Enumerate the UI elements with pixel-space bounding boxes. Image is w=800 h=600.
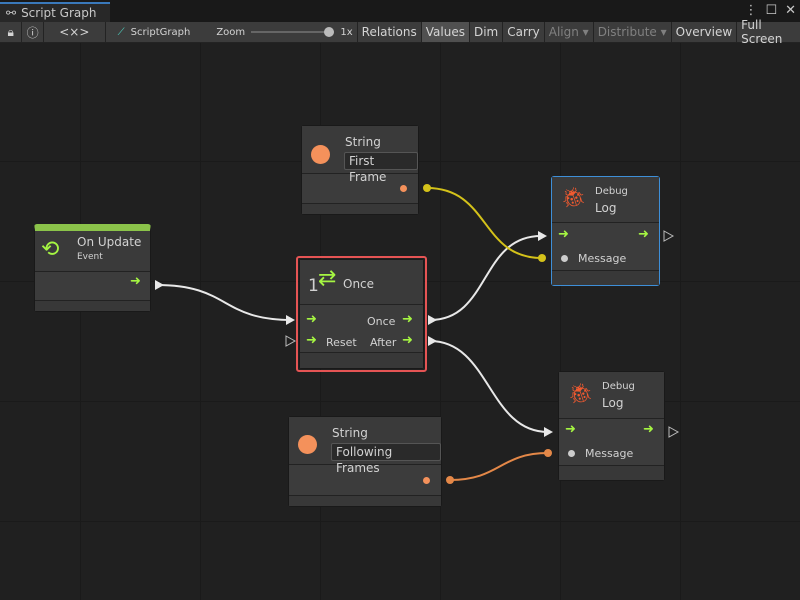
flow-out-icon[interactable]: ➜: [638, 227, 649, 242]
node-on-update[interactable]: ⟲ On Update Event ➜: [34, 224, 151, 312]
kebab-icon[interactable]: ⋮: [744, 3, 758, 18]
once-icon: ⇄: [318, 266, 337, 291]
string-out-port[interactable]: [400, 185, 407, 192]
node-string-following-frames[interactable]: String Following Frames: [288, 416, 442, 507]
toolbar: 🔒︎ ⓘ <×> ⟋ ScriptGraph Zoom 1x Relations…: [0, 18, 800, 46]
node-subtitle: Debug: [595, 186, 628, 197]
node-title: String: [345, 135, 381, 149]
node-title: Once: [343, 277, 375, 291]
port-message-label: Message: [585, 447, 634, 460]
string-out-port[interactable]: [423, 477, 430, 484]
node-string-first-frame[interactable]: String First Frame: [301, 125, 419, 215]
distribute-dropdown[interactable]: Distribute ▾: [594, 22, 672, 42]
bug-icon: 🐞︎: [568, 381, 594, 405]
string-type-icon: [311, 145, 330, 164]
close-icon[interactable]: ✕: [785, 3, 796, 18]
full-screen-button[interactable]: Full Screen: [741, 18, 783, 46]
bug-icon: 🐞︎: [561, 185, 587, 209]
flow-out-icon[interactable]: ➜: [130, 274, 141, 289]
flow-out-after-icon[interactable]: ➜: [402, 333, 413, 348]
port-after-label: After: [370, 336, 397, 349]
port-reset-label: Reset: [326, 336, 357, 349]
tab-bar: ⚯ Script Graph ⋮ ☐ ✕: [0, 0, 800, 22]
message-port[interactable]: [568, 450, 575, 457]
flow-in-icon[interactable]: ➜: [558, 227, 569, 242]
port-message-label: Message: [578, 252, 627, 265]
flow-in-icon[interactable]: ➜: [565, 422, 576, 437]
once-count: 1: [308, 276, 319, 296]
node-debug-log-2[interactable]: 🐞︎ Debug Log ➜ ➜ Message: [558, 371, 665, 481]
node-debug-log-1[interactable]: 🐞︎ Debug Log ➜ ➜ Message: [551, 176, 660, 286]
flow-in-icon[interactable]: ➜: [306, 312, 317, 327]
loop-event-icon: ⟲: [41, 237, 60, 262]
node-title: On Update: [77, 235, 142, 249]
zoom-label: Zoom: [216, 26, 246, 38]
node-title: String: [332, 426, 368, 440]
string-value-field[interactable]: First Frame: [344, 152, 418, 184]
overview-button[interactable]: Overview: [672, 22, 738, 42]
lock-icon[interactable]: 🔒︎: [0, 22, 23, 42]
message-port[interactable]: [561, 255, 568, 262]
dim-button[interactable]: Dim: [470, 22, 504, 42]
maximize-icon[interactable]: ☐: [765, 3, 778, 18]
align-dropdown[interactable]: Align ▾: [545, 22, 594, 42]
relations-button[interactable]: Relations: [358, 22, 422, 42]
node-title: Log: [602, 396, 624, 410]
graph-node-icon: ⟋: [117, 26, 125, 38]
info-icon[interactable]: ⓘ: [22, 22, 44, 42]
tab-script-graph[interactable]: ⚯ Script Graph: [0, 2, 110, 22]
node-title: Log: [595, 201, 617, 215]
tab-title: Script Graph: [21, 6, 97, 20]
port-once-label: Once: [367, 315, 396, 328]
node-subtitle: Debug: [602, 381, 635, 392]
flow-reset-icon[interactable]: ➜: [306, 333, 317, 348]
zoom-value: 1x: [340, 26, 353, 38]
zoom-slider[interactable]: [251, 27, 335, 37]
carry-button[interactable]: Carry: [503, 22, 545, 42]
selection-outline: [296, 256, 427, 372]
string-value-field[interactable]: Following Frames: [331, 443, 441, 475]
flow-out-once-icon[interactable]: ➜: [402, 312, 413, 327]
variables-button[interactable]: <×>: [44, 22, 106, 42]
node-subtitle: Event: [77, 252, 103, 262]
graph-icon: ⚯: [6, 6, 17, 20]
string-type-icon: [298, 435, 317, 454]
values-button[interactable]: Values: [421, 22, 470, 42]
graph-name[interactable]: ScriptGraph: [130, 26, 191, 38]
flow-out-icon[interactable]: ➜: [643, 422, 654, 437]
node-once[interactable]: 1 ⇄ Once ➜ Once ➜ ➜ Reset After ➜: [299, 259, 424, 369]
